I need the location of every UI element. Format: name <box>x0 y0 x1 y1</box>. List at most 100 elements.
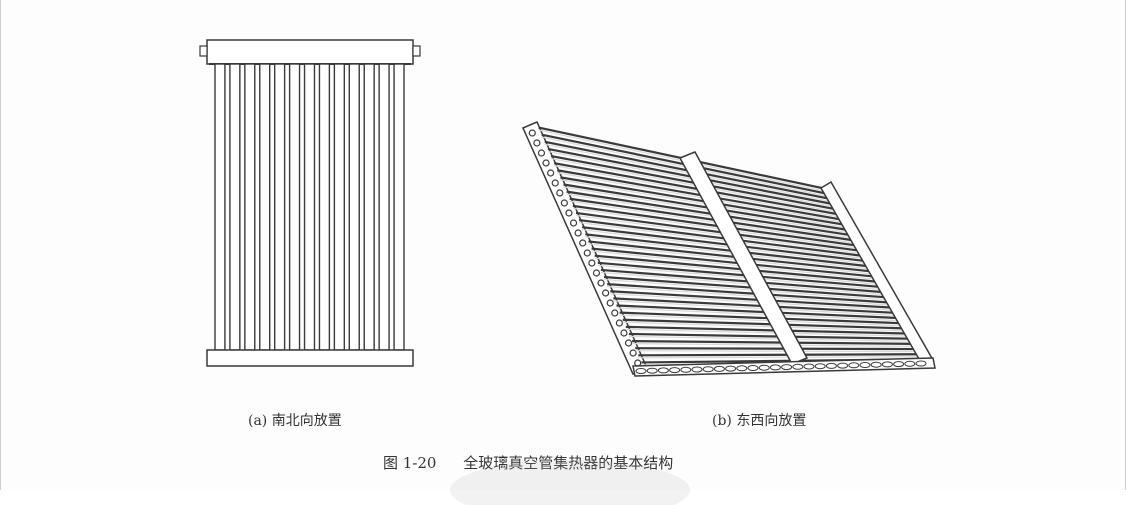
tube-end <box>635 368 647 374</box>
header-hole <box>620 329 628 337</box>
bottom-tube-ends <box>635 360 927 374</box>
tube-end <box>904 360 916 367</box>
vacuum-tube <box>600 268 884 294</box>
vacuum-tube-shade <box>628 335 910 342</box>
vacuum-tube-shade <box>563 186 849 234</box>
vacuum-tube <box>348 63 360 351</box>
panel-b-diagram <box>522 121 936 377</box>
tube-end <box>893 361 905 368</box>
vacuum-tube <box>566 190 852 237</box>
tube-end <box>915 360 927 367</box>
vacuum-tube <box>563 183 849 232</box>
vacuum-tube-shade <box>550 157 837 213</box>
tube-end <box>747 365 759 371</box>
panel-a-caption: (a) 南北向放置 <box>248 413 342 429</box>
watermark-stamp <box>450 460 690 505</box>
vacuum-tubes-a <box>214 63 405 351</box>
vacuum-tube-shade <box>588 243 872 275</box>
header-hole <box>569 219 578 227</box>
header-hole <box>560 199 568 207</box>
vacuum-tube <box>569 197 855 242</box>
vacuum-tube <box>622 318 904 330</box>
vacuum-tube-shade <box>554 165 840 218</box>
vacuum-tube-shade <box>622 321 904 332</box>
top-header-manifold <box>206 39 414 65</box>
header-hole <box>624 339 633 347</box>
figure-number: 图 1-20 <box>383 454 437 472</box>
vacuum-tube-shade <box>591 250 875 280</box>
header-hole <box>606 299 614 307</box>
vacuum-tube <box>363 63 375 351</box>
vacuum-tube <box>303 63 316 351</box>
vacuum-tube-shade <box>579 221 863 259</box>
vacuum-tube-shade <box>632 342 913 347</box>
header-hole <box>597 279 605 287</box>
header-hole <box>551 179 559 187</box>
vacuum-tube <box>594 254 878 283</box>
vacuum-tube <box>578 218 863 257</box>
vacuum-tube-shade <box>616 307 899 322</box>
panel-a-diagram <box>199 39 421 367</box>
tube-end <box>870 361 882 368</box>
tube-end <box>848 362 860 369</box>
vacuum-tube <box>616 304 899 320</box>
header-hole <box>592 269 601 277</box>
left-pipe-stub <box>199 45 208 57</box>
vacuum-tube-shade <box>597 264 881 291</box>
vacuum-tube-shade <box>625 328 907 337</box>
header-hole <box>615 319 623 327</box>
vacuum-tube <box>635 347 916 351</box>
vacuum-tube <box>603 275 887 299</box>
vacuum-tube <box>214 63 226 351</box>
vacuum-tube <box>244 63 256 351</box>
tube-end <box>669 367 681 374</box>
tube-end <box>881 361 893 368</box>
tube-end <box>657 367 669 374</box>
header-hole <box>579 239 587 247</box>
header-hole <box>574 229 582 237</box>
vacuum-tube-shade <box>575 214 860 254</box>
tube-end <box>825 362 837 369</box>
vacuum-tube <box>619 311 901 325</box>
vacuum-tube <box>572 204 857 247</box>
vacuum-tube <box>288 63 301 351</box>
panel-b-illustration <box>515 110 945 380</box>
header-hole <box>537 149 546 157</box>
header-hole <box>528 129 536 137</box>
vacuum-tube <box>588 240 872 273</box>
header-hole <box>629 349 637 357</box>
tube-end <box>725 365 737 372</box>
vacuum-tube-shade <box>600 271 884 296</box>
tube-end <box>803 363 815 370</box>
vacuum-tube-shade <box>569 200 854 244</box>
vacuum-tube-shade <box>607 286 890 306</box>
header-holes <box>528 129 642 367</box>
vacuum-tube-shade <box>638 356 919 359</box>
middle-support-bar <box>678 151 809 365</box>
vacuum-tube <box>628 332 910 340</box>
vacuum-tube <box>625 325 907 335</box>
tube-end <box>646 367 658 374</box>
vacuum-tube-shade <box>585 236 869 270</box>
tube-end <box>837 362 849 369</box>
tube-end <box>781 364 793 371</box>
header-hole <box>547 169 555 177</box>
vacuum-tube <box>638 353 919 357</box>
tube-end <box>713 365 725 372</box>
vacuum-tube <box>259 63 271 351</box>
header-hole <box>611 309 619 317</box>
vacuum-tube-shade <box>594 257 878 285</box>
vacuum-tube-shade <box>635 350 916 353</box>
vacuum-tube-shade <box>610 293 893 311</box>
vacuum-tube <box>229 63 241 351</box>
tube-end <box>680 366 692 373</box>
tube-end <box>736 365 748 372</box>
figure-caption: 图 1-20 全玻璃真空管集热器的基本结构 <box>383 452 673 473</box>
vacuum-tube <box>610 290 893 309</box>
vacuum-tube <box>318 63 331 351</box>
tube-end <box>814 363 826 370</box>
vacuum-tube <box>273 63 286 351</box>
bottom-support-rail <box>206 349 414 367</box>
vacuum-tube-shade <box>557 172 843 223</box>
